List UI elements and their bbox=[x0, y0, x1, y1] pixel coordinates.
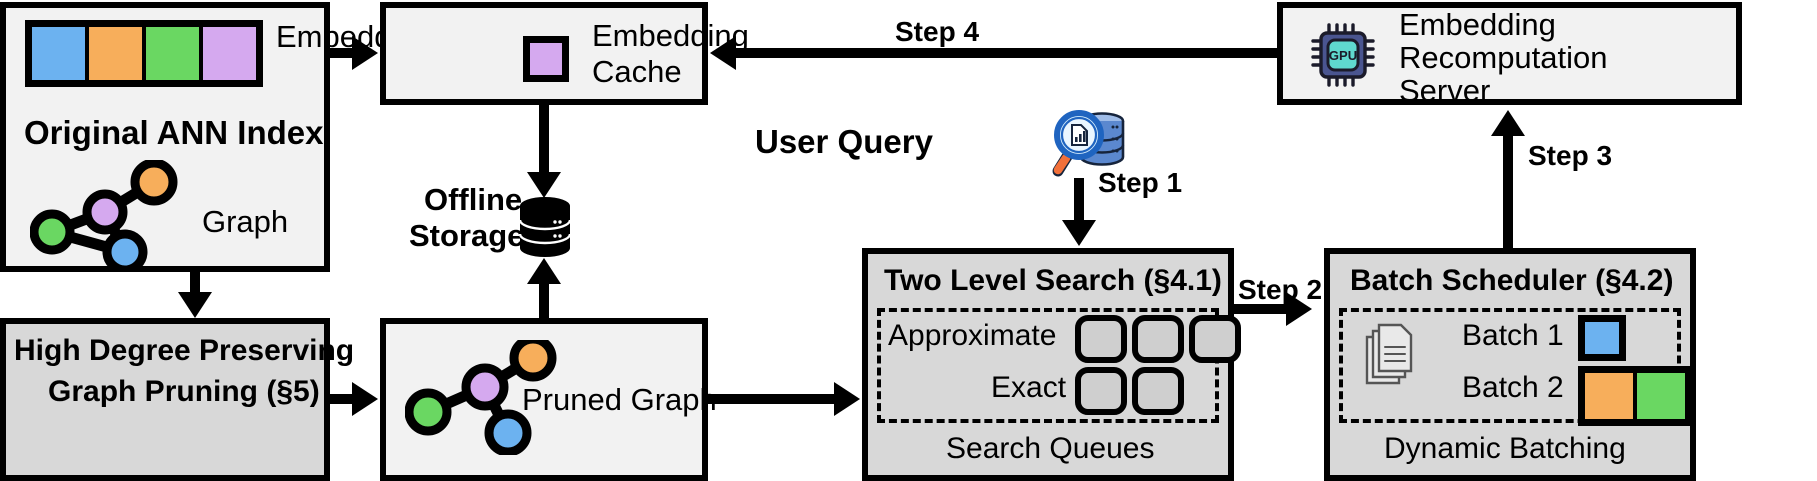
purple-square-icon bbox=[523, 36, 569, 82]
pruned-graph-icon bbox=[405, 340, 557, 455]
recomputation-server-line1: Embedding bbox=[1399, 7, 1556, 42]
approximate-queue-slots[interactable] bbox=[1075, 315, 1241, 363]
embedding-chip-purple bbox=[203, 27, 256, 80]
step-2-label: Step 2 bbox=[1238, 274, 1323, 305]
batch-scheduler-title: Batch Scheduler (§4.2) bbox=[1350, 264, 1674, 297]
original-ann-index-graph-icon bbox=[30, 160, 178, 270]
step-3-label: Step 3 bbox=[1528, 140, 1613, 171]
batch-2-chip-strip bbox=[1578, 366, 1692, 426]
step-1-label: Step 1 bbox=[1098, 167, 1183, 198]
batch-2-label: Batch 2 bbox=[1462, 371, 1564, 404]
arrow-pruned-to-search-line bbox=[708, 394, 836, 404]
batch-1-label: Batch 1 bbox=[1462, 319, 1564, 352]
arrow-pruned-to-storage-head bbox=[527, 258, 561, 284]
exact-queue-slots[interactable] bbox=[1075, 367, 1184, 415]
graph-pruning-box bbox=[0, 318, 330, 481]
arrow-index-to-cache-head bbox=[352, 36, 378, 70]
arrow-step1-line bbox=[1074, 178, 1084, 236]
queue-slot[interactable] bbox=[1075, 367, 1127, 415]
embedding-chip-strip bbox=[25, 20, 263, 87]
queue-slot[interactable] bbox=[1132, 315, 1184, 363]
two-level-search-title: Two Level Search (§4.1) bbox=[884, 264, 1222, 297]
original-ann-index-title: Original ANN Index bbox=[24, 114, 324, 151]
arrow-cache-to-storage-line bbox=[539, 105, 549, 190]
recomputation-server-line2: Recomputation bbox=[1399, 40, 1608, 75]
batch-2-chip-green bbox=[1637, 373, 1685, 419]
arrow-pruned-to-storage-line bbox=[539, 266, 549, 321]
embedding-chip-green bbox=[146, 27, 203, 80]
offline-storage-line1: Offline bbox=[424, 182, 523, 217]
recomputation-server-line3: Server bbox=[1399, 73, 1491, 108]
two-level-search-box bbox=[862, 248, 1234, 481]
arrow-pruning-to-pruned-head bbox=[352, 382, 378, 416]
dynamic-batching-dashed-region bbox=[1339, 308, 1681, 423]
arrow-step1-head bbox=[1062, 220, 1096, 246]
queue-slot[interactable] bbox=[1075, 315, 1127, 363]
pruned-graph-label: Pruned Graph bbox=[522, 382, 717, 417]
arrow-step4-line bbox=[736, 48, 1281, 58]
graph-label: Graph bbox=[202, 204, 289, 239]
documents-icon bbox=[1365, 323, 1413, 385]
arrow-pruning-to-pruned-line bbox=[330, 394, 358, 404]
graph-pruning-line2: Graph Pruning (§5) bbox=[48, 375, 320, 408]
database-cylinder-icon bbox=[519, 197, 571, 257]
step-4-label: Step 4 bbox=[895, 16, 980, 47]
exact-row-label: Exact bbox=[991, 371, 1067, 404]
queue-slot[interactable] bbox=[1132, 367, 1184, 415]
batch-1-chip-blue bbox=[1578, 315, 1626, 361]
arrow-cache-to-storage-head bbox=[527, 172, 561, 198]
arrow-index-to-pruning-line bbox=[190, 272, 200, 300]
offline-storage-line2: Storage bbox=[409, 218, 525, 253]
arrow-step4-head bbox=[710, 36, 736, 70]
arrow-step3-line bbox=[1503, 133, 1513, 248]
arrow-index-to-cache-line bbox=[330, 48, 358, 58]
search-queues-dashed-region bbox=[877, 308, 1219, 423]
embedding-chip-orange bbox=[89, 27, 146, 80]
arrow-step2-head bbox=[1286, 292, 1312, 326]
search-queues-footer: Search Queues bbox=[946, 432, 1155, 465]
user-query-label: User Query bbox=[755, 123, 933, 160]
arrow-index-to-pruning-head bbox=[178, 292, 212, 318]
embedding-chip-blue bbox=[32, 27, 89, 80]
svg-text:GPU: GPU bbox=[1329, 48, 1357, 63]
batch-2-chip-orange bbox=[1585, 373, 1637, 419]
arrow-step2-line bbox=[1234, 304, 1290, 314]
embedding-cache-line2: Cache bbox=[592, 54, 682, 89]
queue-slot[interactable] bbox=[1189, 315, 1241, 363]
arrow-step3-head bbox=[1491, 110, 1525, 136]
arrow-pruned-to-search-head bbox=[834, 382, 860, 416]
gpu-chip-icon: GPU bbox=[1311, 23, 1375, 87]
dynamic-batching-footer: Dynamic Batching bbox=[1384, 432, 1626, 465]
graph-pruning-line1: High Degree Preserving bbox=[14, 334, 355, 367]
approximate-row-label: Approximate bbox=[888, 319, 1057, 352]
search-database-icon bbox=[1052, 110, 1125, 177]
